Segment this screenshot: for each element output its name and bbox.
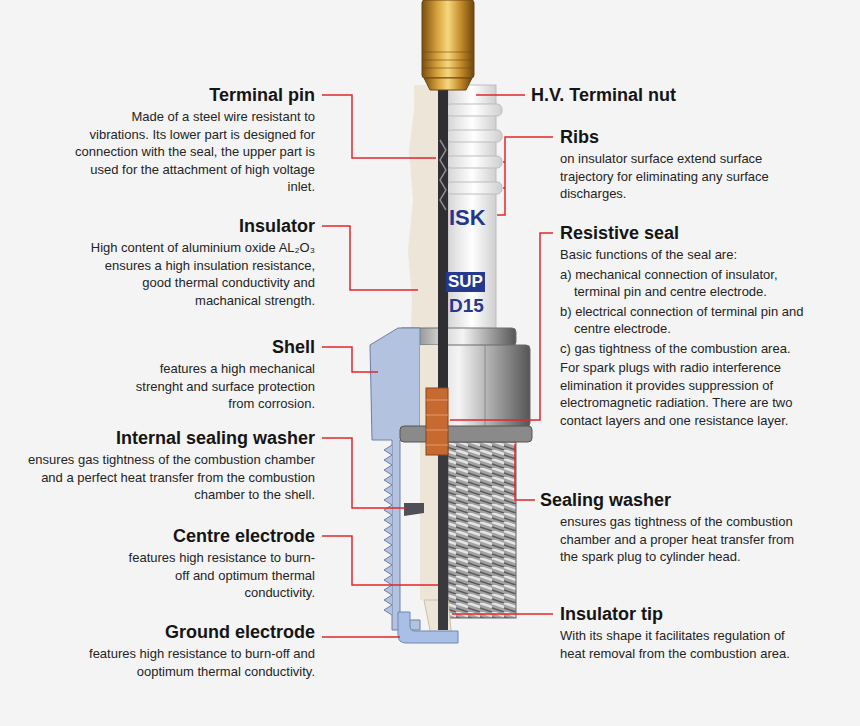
callout-text: With its shape it facilitates regulation…	[560, 627, 790, 662]
callout-text: Made of a steel wire resistant to vibrat…	[75, 108, 315, 196]
insulator-part	[446, 104, 502, 116]
resistive-seal-part	[426, 388, 448, 455]
leader-line	[322, 95, 553, 637]
callout-heading: Resistive seal	[560, 222, 810, 244]
sealing-washer-part	[400, 426, 532, 442]
callout-heading: Terminal pin	[115, 84, 315, 106]
callout-heading: Internal sealing washer	[15, 427, 315, 449]
ground-electrode-part	[398, 612, 458, 643]
callout-text: ensures gas tightness of the combustion …	[15, 451, 315, 504]
callout-text: b) electrical connection of terminal pin…	[560, 303, 825, 338]
callout-heading: Insulator tip	[560, 603, 800, 625]
resistive-seal-part	[426, 445, 448, 446]
insulator	[408, 85, 502, 345]
callout-text: a) mechanical connection of insulator, t…	[560, 266, 825, 301]
terminal-nut	[422, 0, 474, 90]
callout-text: High content of aluminium oxide AL₂O₃ en…	[80, 239, 315, 309]
internal-sealing-washer	[404, 503, 424, 516]
callout-heading: Ribs	[560, 126, 760, 148]
terminal-nut-part	[422, 60, 474, 61]
leader-line-part	[497, 137, 553, 215]
terminal-pin-part	[440, 140, 446, 210]
callout-heading: Sealing washer	[540, 489, 800, 511]
terminal-pin-part	[438, 40, 448, 390]
brand-marking: ISK	[449, 206, 486, 230]
callout-heading: H.V. Terminal nut	[531, 84, 791, 106]
terminal-nut-part	[424, 78, 472, 90]
resistive-seal-part	[426, 430, 448, 431]
callout-heading: Ground electrode	[40, 621, 315, 643]
leader-line-part	[503, 161, 505, 163]
threads	[448, 442, 516, 618]
leader-line-part	[515, 444, 535, 500]
callout-heading: Insulator	[115, 215, 315, 237]
terminal-nut-part	[422, 68, 474, 69]
internal-sealing-washer-part	[404, 503, 424, 516]
shell-part	[384, 445, 392, 615]
leader-line-part	[322, 636, 400, 638]
resistive-seal-part	[426, 400, 448, 401]
terminal-nut-part	[422, 52, 474, 53]
leader-line-part	[450, 233, 553, 420]
resistive-seal-part	[426, 415, 448, 416]
shell-part	[485, 345, 486, 427]
callout-text: features a high mechanical strenght and …	[110, 360, 315, 413]
leader-line-part	[452, 613, 553, 615]
insulator-part	[446, 156, 502, 168]
threads-part	[448, 442, 516, 618]
insulator-part	[448, 85, 496, 345]
leader-line-part	[322, 226, 418, 290]
brand-marking: D15	[449, 295, 484, 317]
leader-line-part	[322, 347, 378, 372]
terminal-nut-part	[422, 0, 474, 78]
ground-electrode	[398, 612, 458, 643]
insulator-section	[420, 345, 452, 640]
callout-text: Basic functions of the seal are:	[560, 246, 825, 264]
resistive-seal	[426, 388, 448, 455]
callout-text: on insulator surface extend surface traj…	[560, 150, 810, 203]
callout-text: For spark plugs with radio interference …	[560, 359, 825, 429]
leader-line-part	[322, 536, 438, 585]
leader-line-part	[476, 94, 525, 96]
callout-heading: Shell	[115, 336, 315, 358]
callout-text: c) gas tightness of the combustion area.	[560, 340, 825, 358]
insulator-part	[446, 182, 502, 194]
leader-line-part	[503, 187, 505, 189]
callout-text: features high resistance to burn-off and…	[40, 645, 315, 680]
callout-text: ensures gas tightness of the combustion …	[560, 513, 815, 566]
callout-heading: Centre electrode	[115, 525, 315, 547]
leader-line-part	[322, 95, 436, 158]
brand-marking: SUP	[446, 272, 485, 292]
leader-line-part	[322, 438, 406, 508]
terminal-pin	[438, 40, 448, 630]
terminal-pin-part	[438, 455, 448, 630]
sealing-washer	[400, 426, 532, 442]
insulator-part	[446, 130, 502, 142]
callout-text: features high resistance to burn-off and…	[125, 549, 315, 602]
